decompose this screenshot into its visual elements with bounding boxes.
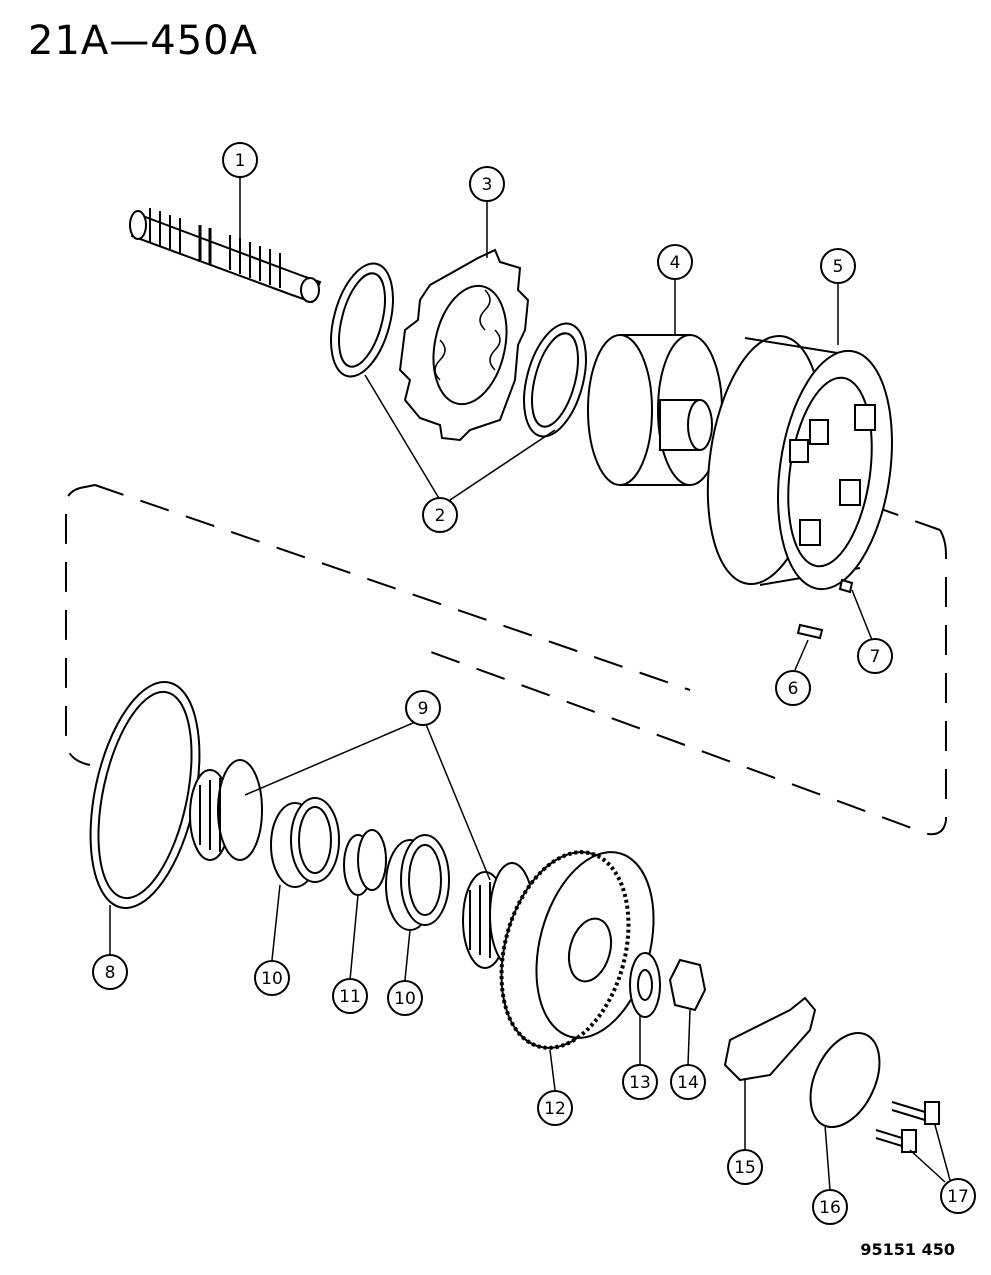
callout-11: 11 <box>332 978 368 1014</box>
callout-label: 1 <box>235 151 246 171</box>
callout-label: 11 <box>339 987 361 1007</box>
callout-label: 16 <box>819 1198 841 1218</box>
callout-label: 15 <box>734 1158 756 1178</box>
tapered-bearing-left <box>189 759 263 861</box>
callout-label: 2 <box>435 506 446 526</box>
lock-plate <box>809 1031 881 1129</box>
callout-label: 6 <box>788 679 799 699</box>
callout-17: 17 <box>940 1178 976 1214</box>
nut-part <box>668 958 707 1012</box>
callout-label: 17 <box>947 1187 969 1207</box>
callout-16: 16 <box>812 1189 848 1225</box>
callout-2: 2 <box>422 497 458 533</box>
callout-1: 1 <box>222 142 258 178</box>
spring-part <box>838 578 854 594</box>
callout-10-right: 10 <box>387 980 423 1016</box>
callout-label: 5 <box>833 257 844 277</box>
callout-8: 8 <box>92 954 128 990</box>
callout-label: 10 <box>261 969 283 989</box>
callout-9: 9 <box>405 690 441 726</box>
callout-10-left: 10 <box>254 960 290 996</box>
tapered-bearing-right <box>462 862 535 969</box>
callout-label: 3 <box>482 175 493 195</box>
callout-4: 4 <box>657 244 693 280</box>
bolts-part <box>875 1101 940 1153</box>
retainer-plate <box>723 996 817 1082</box>
callout-3: 3 <box>469 166 505 202</box>
leader-lines <box>109 178 951 1191</box>
roller-part <box>796 623 824 640</box>
thrust-washer-upper <box>330 262 394 378</box>
washer-part <box>629 952 661 1018</box>
roller-clutch-drum <box>706 334 893 591</box>
callout-14: 14 <box>670 1064 706 1100</box>
dashed-group-outline-top <box>94 484 691 691</box>
callout-12: 12 <box>537 1090 573 1126</box>
thrust-washer-lower <box>523 322 587 438</box>
callout-label: 7 <box>870 647 881 667</box>
figure-code: 95151 450 <box>860 1240 955 1259</box>
planet-carrier-part <box>398 248 530 442</box>
spacer-part <box>343 829 387 896</box>
callout-label: 12 <box>544 1099 566 1119</box>
callout-15: 15 <box>727 1149 763 1185</box>
shaft-part <box>129 208 322 304</box>
drum-part <box>587 334 723 486</box>
diagram-title: 21A—450A <box>28 18 258 64</box>
dashed-group-outline <box>65 484 947 836</box>
callout-label: 9 <box>418 699 429 719</box>
bearing-cup-right <box>385 834 450 931</box>
callout-6: 6 <box>775 670 811 706</box>
callout-7: 7 <box>857 638 893 674</box>
callout-label: 4 <box>670 253 681 273</box>
helical-gear <box>499 850 655 1050</box>
bearing-cup-left <box>270 797 340 888</box>
callout-label: 13 <box>629 1073 651 1093</box>
callout-13: 13 <box>622 1064 658 1100</box>
callout-label: 10 <box>394 989 416 1009</box>
callout-5: 5 <box>820 248 856 284</box>
callout-label: 8 <box>105 963 116 983</box>
callout-label: 14 <box>677 1073 699 1093</box>
